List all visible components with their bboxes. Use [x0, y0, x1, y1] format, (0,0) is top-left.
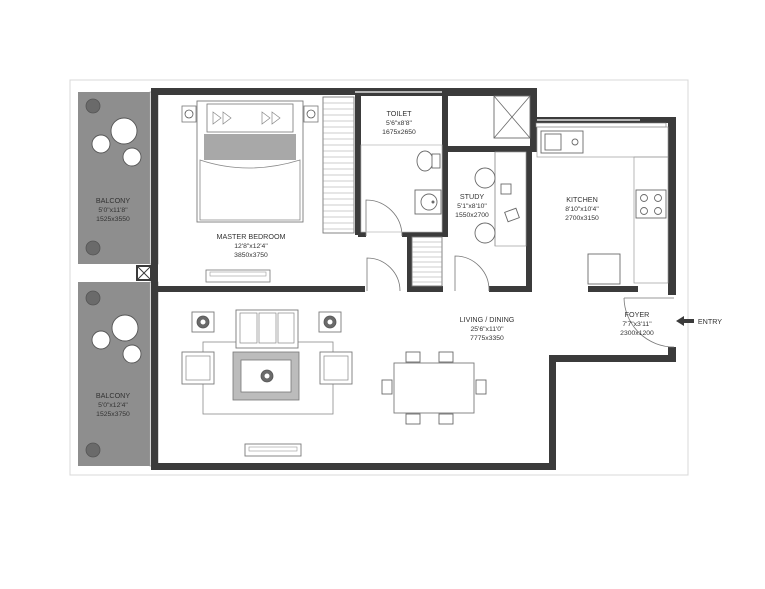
svg-text:BALCONY: BALCONY [96, 391, 131, 400]
corridor-closet [411, 236, 443, 287]
svg-text:25'6"x11'0": 25'6"x11'0" [471, 326, 505, 333]
study-furniture [474, 151, 527, 247]
plant-icon [85, 442, 101, 458]
doors [365, 199, 675, 348]
svg-text:7775x3350: 7775x3350 [470, 335, 504, 342]
toilet-fixtures [360, 144, 443, 233]
plan-outline [69, 79, 689, 476]
room-label-kitchen: KITCHEN 8'10"x10'4" 2700x3150 [565, 195, 599, 222]
svg-text:5'0"x11'8": 5'0"x11'8" [98, 207, 128, 214]
svg-text:BALCONY: BALCONY [96, 196, 131, 205]
svg-text:5'6"x8'8": 5'6"x8'8" [386, 120, 413, 127]
sofa [235, 309, 299, 349]
svg-text:1550x2700: 1550x2700 [455, 212, 489, 219]
plant-icon [85, 98, 101, 114]
svg-text:1525x3750: 1525x3750 [96, 411, 130, 418]
chair-icon [91, 134, 111, 154]
table-icon [110, 117, 138, 145]
room-label-living-dining: LIVING / DINING 25'6"x11'0" 7775x3350 [460, 315, 515, 342]
chair-icon [91, 330, 111, 350]
armchair [319, 351, 353, 385]
svg-text:3850x3750: 3850x3750 [234, 252, 268, 259]
room-label-foyer: FOYER 7'7"x3'11" 2300x1200 [620, 310, 654, 337]
kitchen-fixtures [536, 126, 669, 285]
walls [151, 88, 676, 470]
wardrobe [322, 96, 355, 234]
room-label-study: STUDY 5'1"x8'10" 1550x2700 [455, 192, 489, 219]
svg-text:TOILET: TOILET [386, 109, 412, 118]
balcony-top [78, 91, 159, 265]
room-label-toilet: TOILET 5'6"x8'8" 1675x2650 [382, 109, 416, 136]
chair-icon [122, 344, 142, 364]
room-label-master-bedroom: MASTER BEDROOM 12'8"x12'4" 3850x3750 [216, 232, 285, 259]
svg-text:LIVING / DINING: LIVING / DINING [460, 315, 515, 324]
duct-box [136, 265, 152, 281]
entry-arrow-icon [676, 316, 694, 326]
svg-text:5'1"x8'10": 5'1"x8'10" [457, 203, 487, 210]
bed [181, 100, 319, 223]
armchair [181, 351, 215, 385]
svg-text:2300x1200: 2300x1200 [620, 330, 654, 337]
windows [355, 91, 667, 128]
svg-text:1525x3550: 1525x3550 [96, 216, 130, 223]
svg-text:FOYER: FOYER [625, 310, 650, 319]
entry-label: ENTRY [698, 317, 722, 326]
living-furniture [181, 309, 353, 457]
shaft [493, 95, 531, 139]
svg-text:7'7"x3'11": 7'7"x3'11" [622, 321, 652, 328]
svg-text:STUDY: STUDY [460, 192, 485, 201]
svg-text:5'0"x12'4": 5'0"x12'4" [98, 402, 128, 409]
balcony-bottom [78, 281, 159, 467]
svg-text:12'8"x12'4": 12'8"x12'4" [234, 243, 268, 250]
svg-text:KITCHEN: KITCHEN [566, 195, 598, 204]
chair-icon [122, 147, 142, 167]
room-label-balcony-bottom: BALCONY 5'0"x12'4" 1525x3750 [96, 391, 131, 418]
svg-text:1675x2650: 1675x2650 [382, 129, 416, 136]
plant-icon [85, 240, 101, 256]
stove-icon [635, 189, 667, 219]
plant-icon [85, 290, 101, 306]
dining-table [381, 351, 487, 425]
tv-unit [244, 443, 302, 457]
table-icon [111, 314, 139, 342]
room-label-balcony-top: BALCONY 5'0"x11'8" 1525x3550 [96, 196, 131, 223]
svg-text:MASTER BEDROOM: MASTER BEDROOM [216, 232, 285, 241]
fridge-icon [587, 253, 621, 285]
wc-icon [416, 150, 434, 172]
svg-text:2700x3150: 2700x3150 [565, 215, 599, 222]
svg-text:8'10"x10'4": 8'10"x10'4" [565, 206, 599, 213]
